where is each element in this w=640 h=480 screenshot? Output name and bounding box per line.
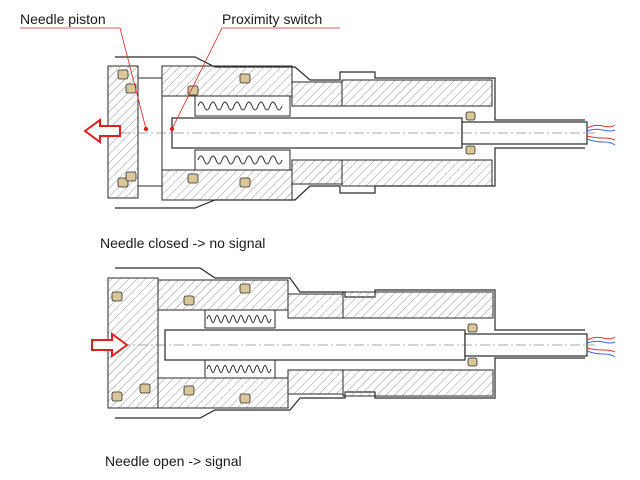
caption-needle-open: Needle open -> signal [105,453,242,469]
assembly-needle-open [91,267,616,419]
sensor-wires-open [586,336,616,358]
proximity-switch-label: Proximity switch [222,11,322,27]
needle-piston-leader [20,27,147,130]
caption-needle-closed: Needle closed -> no signal [100,235,265,251]
proximity-switch-leader [171,27,340,130]
left-arrow-icon [83,118,121,144]
sensor-wires [586,124,616,146]
right-arrow-icon [91,332,129,358]
needle-piston-label: Needle piston [20,11,106,27]
assembly-needle-closed [20,27,616,209]
